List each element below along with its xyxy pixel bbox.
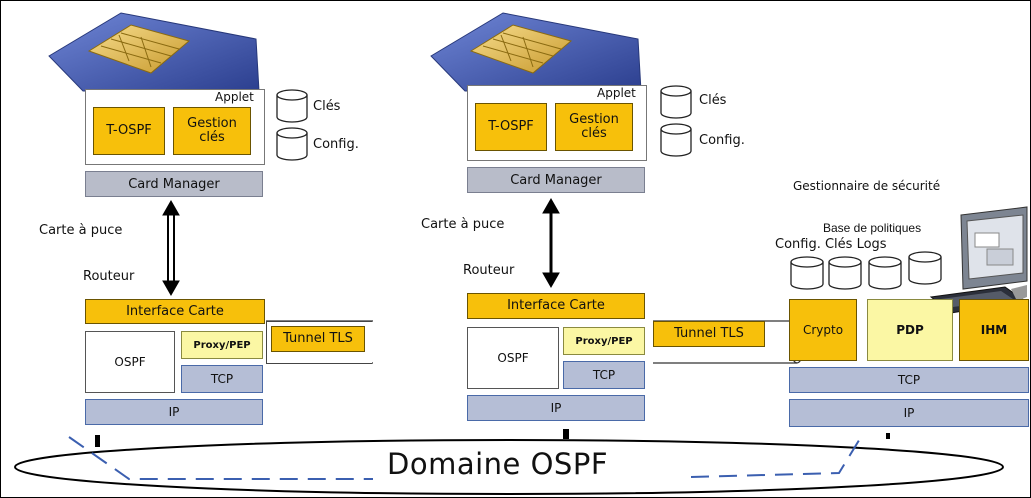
gestionnaire-label: Gestionnaire de sécurité xyxy=(793,179,941,193)
db-store-right-4 xyxy=(908,251,942,285)
node-anchor-middle xyxy=(563,429,569,439)
crypto-box: Crypto xyxy=(789,299,857,361)
ip-box-middle: IP xyxy=(467,395,645,421)
db-config-left xyxy=(276,127,308,161)
gestion-cles-box-middle: Gestion clés xyxy=(555,103,633,151)
sim-card-middle xyxy=(430,12,642,92)
sim-card-left xyxy=(48,12,260,92)
card-manager-middle: Card Manager xyxy=(467,167,645,193)
carte-a-puce-label-left: Carte à puce xyxy=(39,223,123,238)
node-anchor-right xyxy=(886,433,890,439)
config-label-left: Config. xyxy=(313,137,359,152)
db-store-right-3 xyxy=(868,256,902,290)
db-cles-left xyxy=(276,89,308,123)
carte-a-puce-label-middle: Carte à puce xyxy=(421,217,505,232)
dashed-links xyxy=(68,436,862,480)
interface-carte-middle: Interface Carte xyxy=(467,293,645,319)
cles-label-middle: Clés xyxy=(699,93,727,108)
db-cles-middle xyxy=(660,85,692,119)
db-store-right-2 xyxy=(828,256,862,290)
cles-label-left: Clés xyxy=(313,99,341,114)
ihm-box: IHM xyxy=(959,299,1029,361)
arrow-bidirectional-middle xyxy=(542,197,560,289)
ip-box-left: IP xyxy=(85,399,263,425)
base-politiques-label: Base de politiques xyxy=(823,221,922,235)
db-store-right-1 xyxy=(790,256,824,290)
db-config-middle xyxy=(660,123,692,157)
routeur-label-left: Routeur xyxy=(83,269,135,284)
gestion-cles-box-left: Gestion clés xyxy=(173,107,251,155)
tcp-box-right: TCP xyxy=(789,367,1029,393)
interface-carte-left: Interface Carte xyxy=(85,299,265,324)
proxy-pep-middle: Proxy/PEP xyxy=(563,327,645,355)
ip-box-right: IP xyxy=(789,399,1029,427)
routeur-label-middle: Routeur xyxy=(463,263,515,278)
ospf-box-left: OSPF xyxy=(85,331,175,393)
tcp-box-middle: TCP xyxy=(563,361,645,389)
tcp-box-left: TCP xyxy=(181,365,263,393)
applet-label-left: Applet xyxy=(215,90,254,104)
proxy-pep-left: Proxy/PEP xyxy=(181,331,263,359)
sim-chip-middle xyxy=(469,24,573,74)
sim-chip-left xyxy=(87,24,191,74)
stores-label: Config. Clés Logs xyxy=(775,237,887,252)
config-label-middle: Config. xyxy=(699,133,745,148)
node-anchor-left xyxy=(95,435,100,447)
pdp-box: PDP xyxy=(867,299,953,361)
tospf-box-middle: T-OSPF xyxy=(475,103,547,151)
tunnel-tls-left: Tunnel TLS xyxy=(271,326,365,352)
ospf-box-middle: OSPF xyxy=(467,327,559,389)
computer-icon xyxy=(929,206,1028,314)
domaine-ospf-label: Domaine OSPF xyxy=(383,447,612,481)
tunnel-tls-middle: Tunnel TLS xyxy=(653,321,765,347)
applet-label-middle: Applet xyxy=(597,86,636,100)
card-manager-left: Card Manager xyxy=(85,171,263,197)
tospf-box-left: T-OSPF xyxy=(93,107,165,155)
arrow-bidirectional-left xyxy=(162,199,180,297)
